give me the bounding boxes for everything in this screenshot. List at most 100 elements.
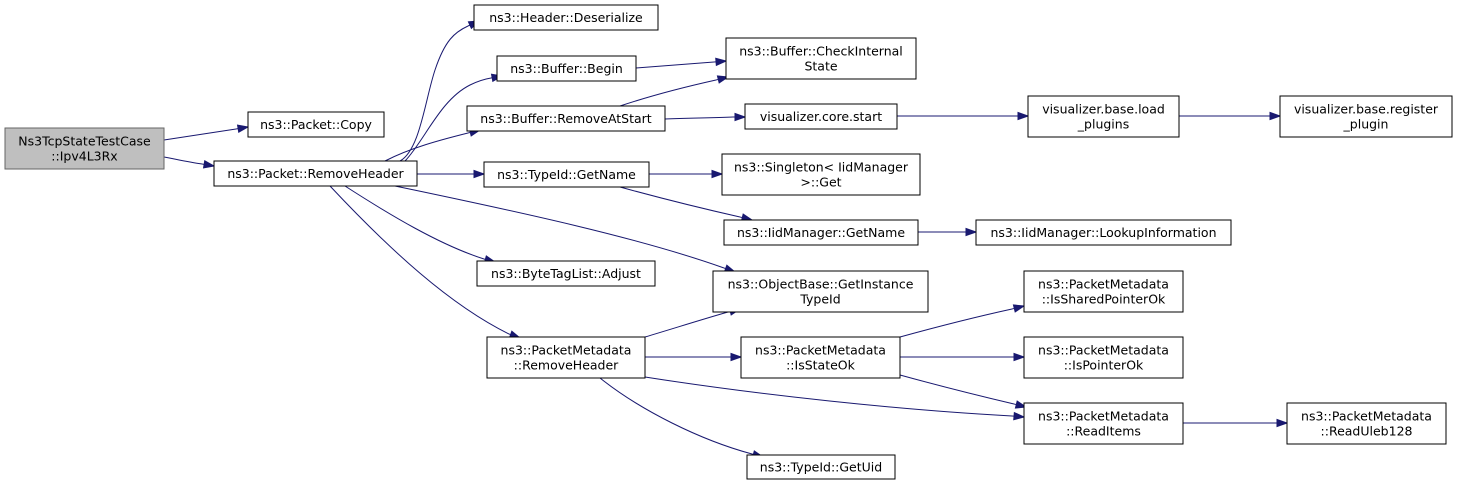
node-label-singletonGet-0: ns3::Singleton< IidManager: [734, 160, 909, 175]
node-label-vizBaseRegister-0: visualizer.base.register: [1294, 102, 1439, 117]
node-box-bufRemoveAtStart[interactable]: [466, 105, 666, 132]
edge-tail-removeHeader-to-pmRemoveHeader: [508, 333, 511, 336]
node-label-iidLookup-0: ns3::IidManager::LookupInformation: [990, 225, 1216, 240]
node-label-vizBaseLoad-0: visualizer.base.load: [1042, 102, 1165, 117]
node-pmReadUleb[interactable]: ns3::PacketMetadata::ReadUleb128: [1286, 402, 1447, 445]
node-label-pmIsStateOk-1: ::IsStateOk: [786, 358, 856, 373]
arrowhead-root-to-copy: [236, 124, 250, 133]
edge-bufRemoveAtStart-to-bufCheckInternal: [619, 79, 717, 107]
node-label-iidGetName-0: ns3::IidManager::GetName: [737, 225, 905, 240]
edge-typeIdGetName-to-iidGetName: [619, 186, 741, 218]
node-label-bufCheckInternal-0: ns3::Buffer::CheckInternal: [739, 44, 903, 59]
edge-pmIsStateOk-to-pmReadItems: [899, 374, 1015, 405]
arrowhead-pmIsStateOk-to-pmIsPointer: [1013, 352, 1026, 362]
arrowhead-root-to-removeHeader: [202, 160, 216, 169]
edge-removeHeader-to-deserialize: [399, 25, 469, 162]
node-label-removeHeader-0: ns3::Packet::RemoveHeader: [227, 166, 404, 181]
edge-removeHeader-to-bufBegin: [404, 77, 492, 162]
arrowhead-iidGetName-to-iidLookup: [965, 227, 978, 237]
node-box-bufBegin[interactable]: [496, 55, 637, 82]
node-singletonGet[interactable]: ns3::Singleton< IidManager>::Get: [721, 153, 921, 196]
arrowhead-pmRemoveHeader-to-pmReadItems: [1013, 411, 1026, 421]
node-box-typeIdGetName[interactable]: [483, 161, 650, 188]
edge-pmRemoveHeader-to-pmReadItems: [644, 376, 1013, 417]
node-label-typeIdGetUid-0: ns3::TypeId::GetUid: [760, 460, 882, 475]
node-vizCoreStart[interactable]: visualizer.core.start: [744, 103, 898, 130]
node-bufRemoveAtStart[interactable]: ns3::Buffer::RemoveAtStart: [466, 105, 666, 132]
node-box-pmIsStateOk[interactable]: [740, 336, 901, 379]
arrowhead-vizCoreStart-to-vizBaseLoad: [1017, 111, 1030, 121]
node-typeIdGetUid[interactable]: ns3::TypeId::GetUid: [746, 454, 896, 480]
node-label-pmIsShared-0: ns3::PacketMetadata: [1038, 277, 1169, 292]
node-vizBaseRegister[interactable]: visualizer.base.register_plugin: [1279, 95, 1453, 138]
node-box-bufCheckInternal[interactable]: [725, 37, 917, 80]
node-removeHeader[interactable]: ns3::Packet::RemoveHeader: [213, 160, 418, 187]
node-bufBegin[interactable]: ns3::Buffer::Begin: [496, 55, 637, 82]
node-box-iidLookup[interactable]: [975, 219, 1232, 246]
node-typeIdGetName[interactable]: ns3::TypeId::GetName: [483, 161, 650, 188]
node-box-typeIdGetUid[interactable]: [746, 454, 896, 480]
edge-tail-removeHeader-to-objGetInstance: [723, 267, 726, 270]
arrowhead-typeIdGetName-to-singletonGet: [711, 169, 724, 179]
node-pmReadItems[interactable]: ns3::PacketMetadata::ReadItems: [1023, 402, 1184, 445]
node-box-pmIsShared[interactable]: [1023, 270, 1184, 313]
node-vizBaseLoad[interactable]: visualizer.base.load_plugins: [1027, 95, 1180, 138]
node-box-byteTagAdjust[interactable]: [476, 260, 656, 287]
node-iidLookup[interactable]: ns3::IidManager::LookupInformation: [975, 219, 1232, 246]
node-box-vizBaseRegister[interactable]: [1279, 95, 1453, 138]
node-label-bufCheckInternal-1: State: [804, 59, 837, 74]
edge-removeHeader-to-objGetInstance: [394, 185, 725, 269]
node-box-pmReadItems[interactable]: [1023, 402, 1184, 445]
node-deserialize[interactable]: ns3::Header::Deserialize: [473, 4, 659, 31]
edge-pmRemoveHeader-to-objGetInstance: [644, 311, 729, 338]
node-label-bufBegin-0: ns3::Buffer::Begin: [510, 61, 623, 76]
node-box-objGetInstance[interactable]: [712, 270, 929, 313]
node-box-root[interactable]: [4, 127, 165, 170]
node-box-singletonGet[interactable]: [721, 153, 921, 196]
node-label-byteTagAdjust-0: ns3::ByteTagList::Adjust: [491, 266, 641, 281]
node-label-pmReadUleb-0: ns3::PacketMetadata: [1301, 409, 1432, 424]
node-label-pmRemoveHeader-0: ns3::PacketMetadata: [501, 343, 632, 358]
node-label-pmReadItems-0: ns3::PacketMetadata: [1038, 409, 1169, 424]
node-copy[interactable]: ns3::Packet::Copy: [247, 111, 385, 138]
node-box-iidGetName[interactable]: [723, 219, 919, 246]
node-iidGetName[interactable]: ns3::IidManager::GetName: [723, 219, 919, 246]
edge-bufBegin-to-bufCheckInternal: [635, 61, 715, 69]
node-box-copy[interactable]: [247, 111, 385, 138]
node-pmRemoveHeader[interactable]: ns3::PacketMetadata::RemoveHeader: [486, 336, 646, 379]
node-box-pmIsPointer[interactable]: [1023, 336, 1184, 379]
node-box-vizCoreStart[interactable]: [744, 103, 898, 130]
node-pmIsShared[interactable]: ns3::PacketMetadata::IsSharedPointerOk: [1023, 270, 1184, 313]
node-pmIsPointer[interactable]: ns3::PacketMetadata::IsPointerOk: [1023, 336, 1184, 379]
arrowhead-pmRemoveHeader-to-pmIsStateOk: [730, 352, 743, 362]
node-box-vizBaseLoad[interactable]: [1027, 95, 1180, 138]
edge-removeHeader-to-bufRemoveAtStart: [384, 132, 469, 162]
node-box-pmRemoveHeader[interactable]: [486, 336, 646, 379]
node-label-root-0: Ns3TcpStateTestCase: [18, 134, 151, 149]
edge-bufRemoveAtStart-to-vizCoreStart: [664, 116, 734, 120]
node-box-pmReadUleb[interactable]: [1286, 402, 1447, 445]
edge-tail-typeIdGetName-to-iidGetName: [739, 216, 743, 219]
arrowhead-vizBaseLoad-to-vizBaseRegister: [1269, 111, 1282, 121]
edge-tail-pmIsStateOk-to-pmReadItems: [1013, 403, 1017, 406]
node-label-pmIsPointer-0: ns3::PacketMetadata: [1038, 343, 1169, 358]
node-label-copy-0: ns3::Packet::Copy: [260, 117, 372, 132]
edge-root-to-copy: [163, 128, 237, 141]
edge-root-to-removeHeader: [163, 156, 203, 165]
node-root[interactable]: Ns3TcpStateTestCase::Ipv4L3Rx: [4, 127, 165, 170]
node-label-vizBaseLoad-1: _plugins: [1077, 117, 1129, 132]
node-label-vizCoreStart-0: visualizer.core.start: [760, 109, 882, 124]
node-box-deserialize[interactable]: [473, 4, 659, 31]
node-box-removeHeader[interactable]: [213, 160, 418, 187]
node-label-root-1: ::Ipv4L3Rx: [51, 149, 117, 164]
node-pmIsStateOk[interactable]: ns3::PacketMetadata::IsStateOk: [740, 336, 901, 379]
edge-tail-bufRemoveAtStart-to-bufCheckInternal: [715, 78, 719, 81]
node-byteTagAdjust[interactable]: ns3::ByteTagList::Adjust: [476, 260, 656, 287]
arrowhead-removeHeader-to-typeIdGetName: [473, 169, 486, 179]
arrowhead-bufBegin-to-bufCheckInternal: [715, 57, 728, 67]
arrowhead-pmIsStateOk-to-pmIsShared: [1012, 304, 1026, 313]
node-label-typeIdGetName-0: ns3::TypeId::GetName: [497, 167, 636, 182]
